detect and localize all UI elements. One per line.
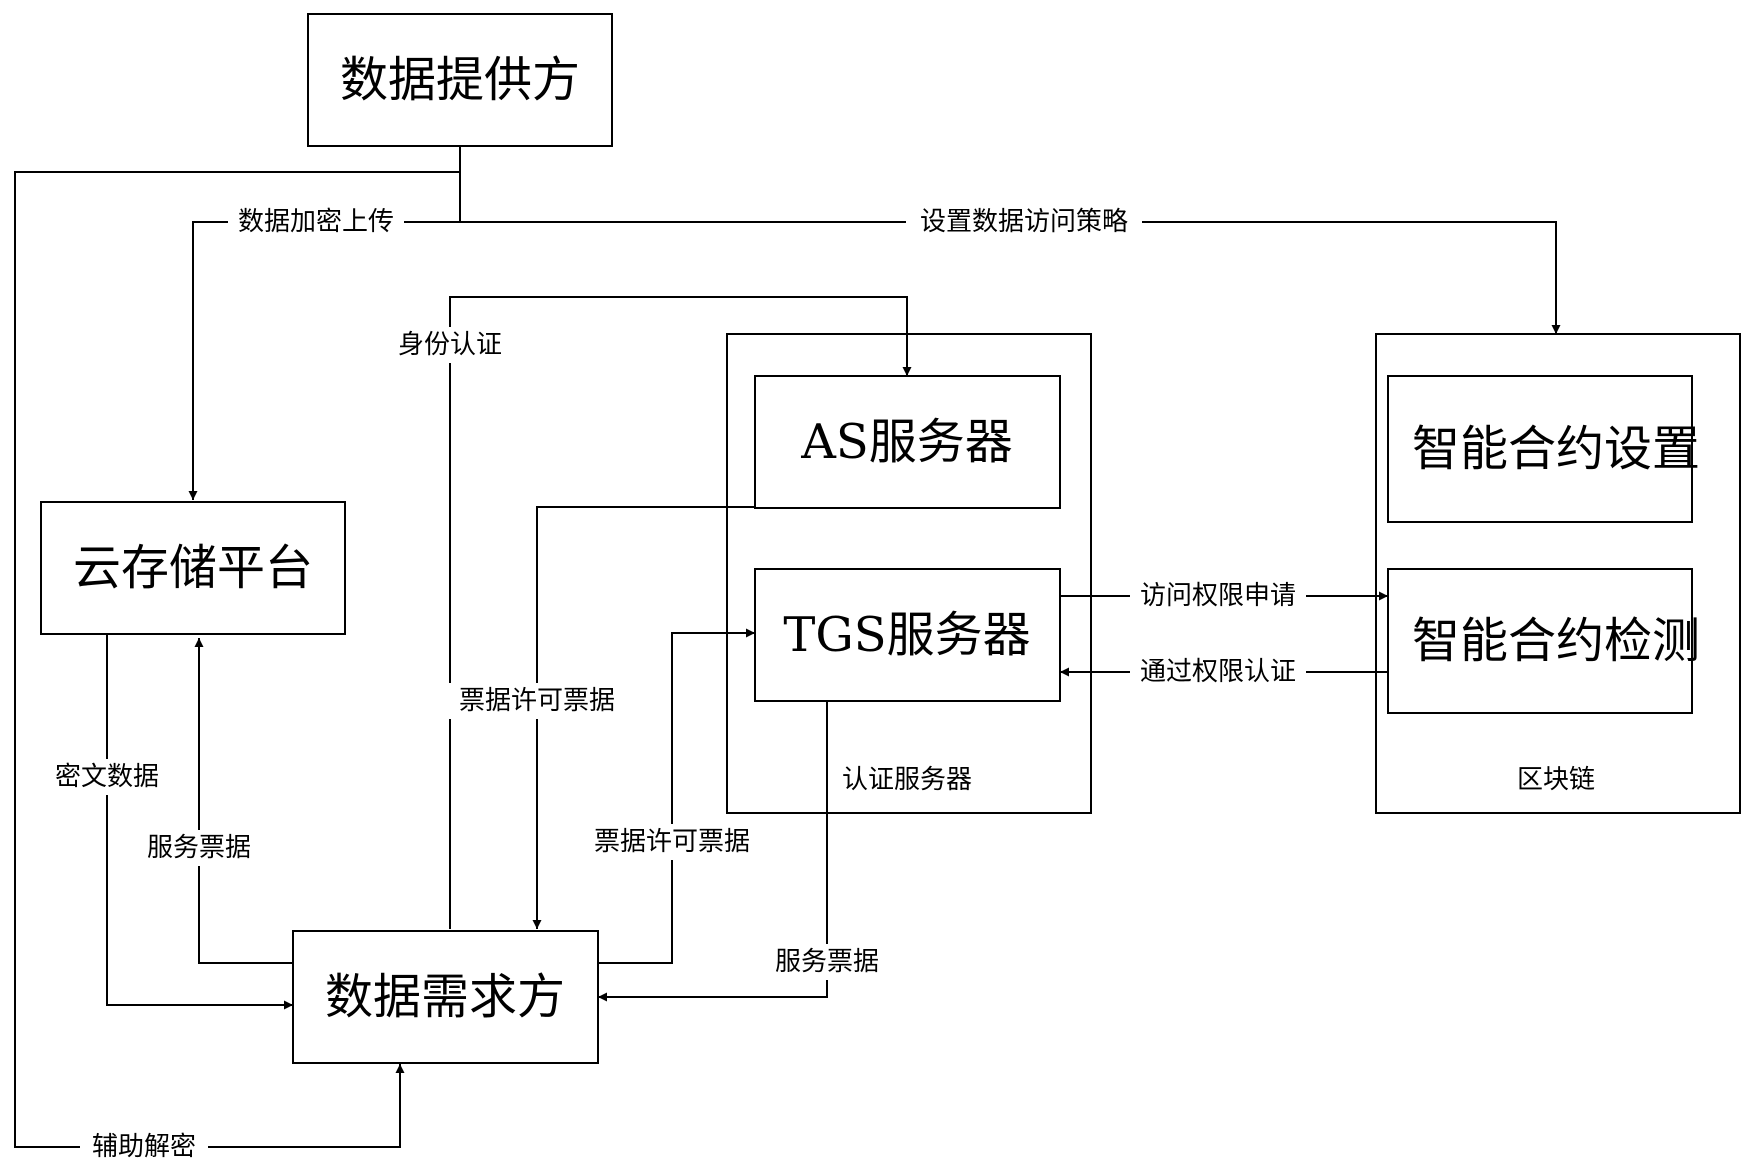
blockchain-group-label: 区块链 xyxy=(1517,765,1595,795)
access-policy-label: 设置数据访问策略 xyxy=(920,207,1128,237)
tgt-to-tgs-arrow xyxy=(598,633,755,963)
cloud-storage-label: 云存储平台 xyxy=(73,540,313,596)
data-provider-label: 数据提供方 xyxy=(340,52,580,108)
ciphertext-label: 密文数据 xyxy=(55,762,159,792)
smart-contract-check-label: 智能合约检测 xyxy=(1412,613,1700,669)
auth-passed-label: 通过权限认证 xyxy=(1140,657,1296,687)
tgs-server-node: TGS服务器 xyxy=(755,569,1060,701)
tgt-from-as-label: 票据许可票据 xyxy=(459,686,615,716)
data-provider-node: 数据提供方 xyxy=(308,14,612,146)
cloud-storage-node: 云存储平台 xyxy=(41,502,345,634)
as-server-label: AS服务器 xyxy=(800,414,1013,470)
smart-contract-setup-label: 智能合约设置 xyxy=(1412,421,1700,477)
tgt-to-tgs-label: 票据许可票据 xyxy=(594,827,750,857)
service-ticket-to-cloud-arrow xyxy=(199,638,293,963)
auth-server-group-label: 认证服务器 xyxy=(842,765,972,795)
encrypted-upload-label: 数据加密上传 xyxy=(238,207,394,237)
access-request-label: 访问权限申请 xyxy=(1140,581,1296,611)
smart-contract-setup-node: 智能合约设置 xyxy=(1388,376,1700,522)
assist-decrypt-label: 辅助解密 xyxy=(92,1132,196,1162)
as-server-node: AS服务器 xyxy=(755,376,1060,508)
smart-contract-check-node: 智能合约检测 xyxy=(1388,569,1700,713)
tgs-server-label: TGS服务器 xyxy=(783,607,1030,663)
service-ticket-from-tgs-label: 服务票据 xyxy=(775,947,879,977)
data-requester-label: 数据需求方 xyxy=(325,969,565,1025)
identity-auth-label: 身份认证 xyxy=(398,330,502,360)
service-ticket-to-cloud-label: 服务票据 xyxy=(147,833,251,863)
data-requester-node: 数据需求方 xyxy=(293,931,598,1063)
